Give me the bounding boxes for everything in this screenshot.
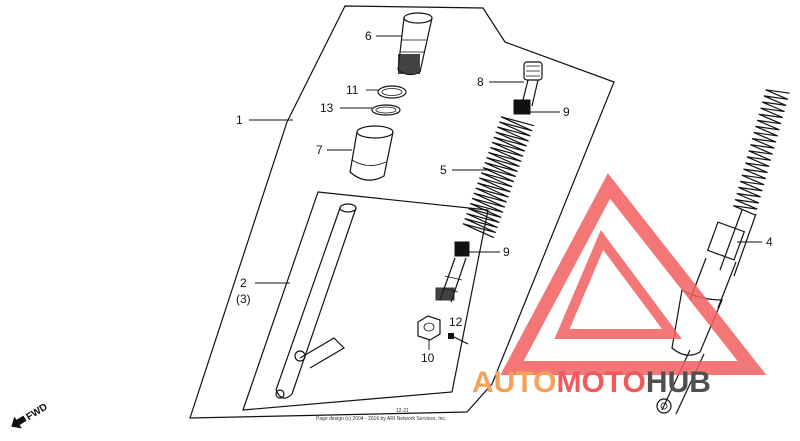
copyright-text: Page design (c) 2004 - 2016 by ARI Netwo… xyxy=(316,416,446,422)
automotohub-watermark-logo xyxy=(500,173,767,375)
damper-rod xyxy=(435,257,467,303)
callout-6: 6 xyxy=(365,29,372,43)
callout-8: 8 xyxy=(477,75,484,89)
callout-2: 2 xyxy=(240,276,247,290)
callout-7: 7 xyxy=(316,143,323,157)
watermark-text-auto: AUTO xyxy=(472,366,556,399)
assembly-frame-inner xyxy=(242,191,489,411)
leader-lines xyxy=(249,35,762,350)
callout-12: 12 xyxy=(449,315,463,329)
part-2-fork-tube xyxy=(275,203,357,399)
part-7-dust-boot xyxy=(349,125,394,181)
watermark-text-moto: MOTO xyxy=(556,366,645,399)
callout-9-lower: 9 xyxy=(503,245,510,259)
part-13-circlip xyxy=(371,104,401,116)
part-9-upper-spacer xyxy=(513,99,531,115)
callout-5: 5 xyxy=(440,163,447,177)
callout-10: 10 xyxy=(421,351,435,365)
watermark-text-hub: HUB xyxy=(646,366,711,399)
callout-11: 11 xyxy=(346,83,359,97)
callout-9-upper: 9 xyxy=(563,105,570,119)
part-9-lower-spacer xyxy=(454,241,470,257)
part-12-bolt xyxy=(448,333,469,345)
callout-1: 1 xyxy=(236,113,243,127)
fwd-label: FWD xyxy=(24,402,49,423)
part-5-fork-spring xyxy=(462,116,535,239)
copyright-code: 12-21 xyxy=(396,408,409,414)
callout-4: 4 xyxy=(766,235,773,249)
watermark-text: AUTOMOTOHUB xyxy=(472,366,711,399)
part-8-damper-top xyxy=(521,61,543,107)
fwd-arrow-icon xyxy=(11,415,27,429)
part-6-fork-cap xyxy=(397,12,433,76)
part-11-ring xyxy=(377,85,407,99)
callout-13: 13 xyxy=(320,101,334,115)
callout-3: (3) xyxy=(236,292,251,306)
fwd-direction-indicator: FWD xyxy=(11,402,50,429)
assembly-frame-outer xyxy=(189,5,615,419)
part-10-nut xyxy=(417,315,441,341)
